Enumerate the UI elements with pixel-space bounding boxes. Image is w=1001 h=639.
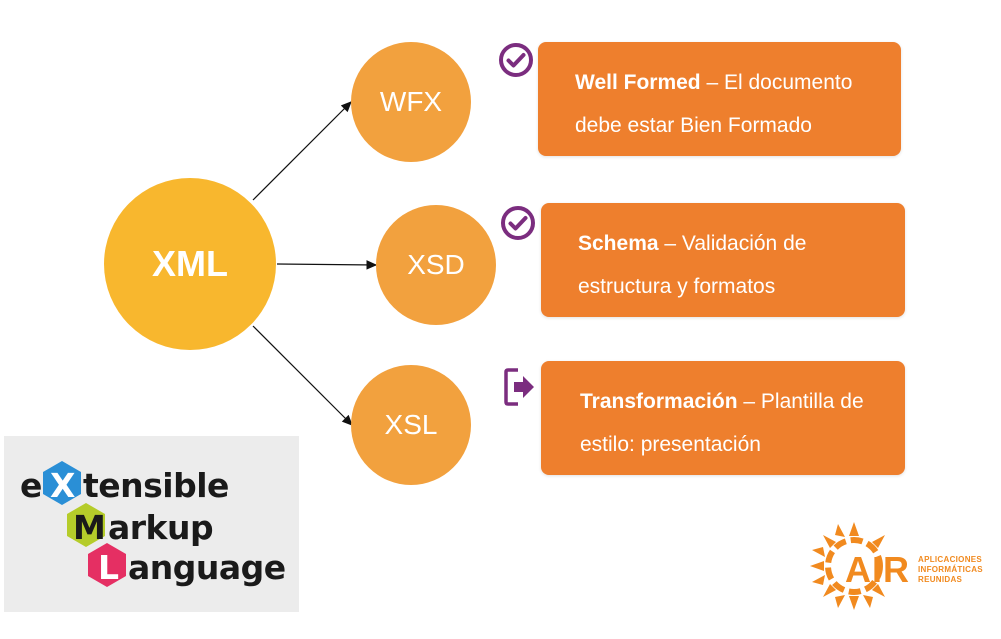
node-xsd-label: XSD — [407, 249, 465, 280]
node-xsd: XSD — [376, 205, 496, 325]
arrow-to-xsl — [252, 325, 353, 426]
logo-word-arkup: arkup — [108, 508, 214, 547]
air-brand-line1: APLICACIONES — [918, 555, 983, 564]
arrow-to-xsd — [276, 260, 378, 270]
xml-logo-panel: e X tensible M arkup L anguage — [4, 436, 299, 612]
xsd-description-line1: Schema – Validación de — [578, 222, 905, 265]
hexagon-m-icon — [67, 503, 105, 547]
xsd-description-line2: estructura y formatos — [578, 275, 776, 298]
logo-letter-m: M — [73, 508, 106, 547]
air-brand-tagline: APLICACIONES INFORMÁTICAS REUNIDAS — [918, 555, 983, 585]
xsl-description-box: Transformación – Plantilla de estilo: pr… — [541, 361, 905, 475]
logo-word-tensible: tensible — [83, 466, 229, 505]
wfx-description-line2: debe estar Bien Formado — [575, 114, 812, 137]
xsd-description-title: Schema — [578, 232, 659, 255]
wfx-description-line1: Well Formed – El documento — [575, 61, 901, 104]
wfx-description-rest: – El documento — [700, 71, 853, 94]
node-xsl-label: XSL — [384, 409, 438, 440]
logo-letter-x: X — [50, 466, 75, 505]
xml-root-label: XML — [152, 243, 228, 284]
wfx-description-box: Well Formed – El documento debe estar Bi… — [538, 42, 901, 156]
wfx-description-title: Well Formed — [575, 71, 701, 94]
xsl-description-title: Transformación — [580, 390, 738, 413]
air-sun-logo-icon — [810, 522, 885, 610]
xsd-description-box: Schema – Validación de estructura y form… — [541, 203, 905, 317]
xsl-description-line1: Transformación – Plantilla de — [580, 380, 905, 423]
logo-prefix-e: e — [20, 466, 42, 505]
node-xsl: XSL — [351, 365, 471, 485]
air-brand-line3: REUNIDAS — [918, 575, 963, 584]
xsd-description-rest: – Validación de — [658, 232, 807, 255]
check-circle-icon — [499, 43, 533, 77]
node-wfx-label: WFX — [379, 86, 443, 117]
air-brand-name: AIR — [845, 549, 910, 590]
logo-letter-l: L — [98, 548, 119, 587]
logo-word-anguage: anguage — [128, 548, 286, 587]
export-icon — [504, 368, 534, 406]
arrow-to-wfx — [252, 101, 352, 201]
hexagon-l-icon — [88, 543, 126, 587]
xsl-description-line2: estilo: presentación — [580, 433, 761, 456]
hexagon-x-icon — [43, 461, 81, 505]
node-wfx: WFX — [351, 42, 471, 162]
xml-root-node: XML — [104, 178, 276, 350]
air-brand-line2: INFORMÁTICAS — [918, 565, 983, 574]
check-circle-icon — [501, 206, 535, 240]
xsl-description-rest: – Plantilla de — [737, 390, 864, 413]
